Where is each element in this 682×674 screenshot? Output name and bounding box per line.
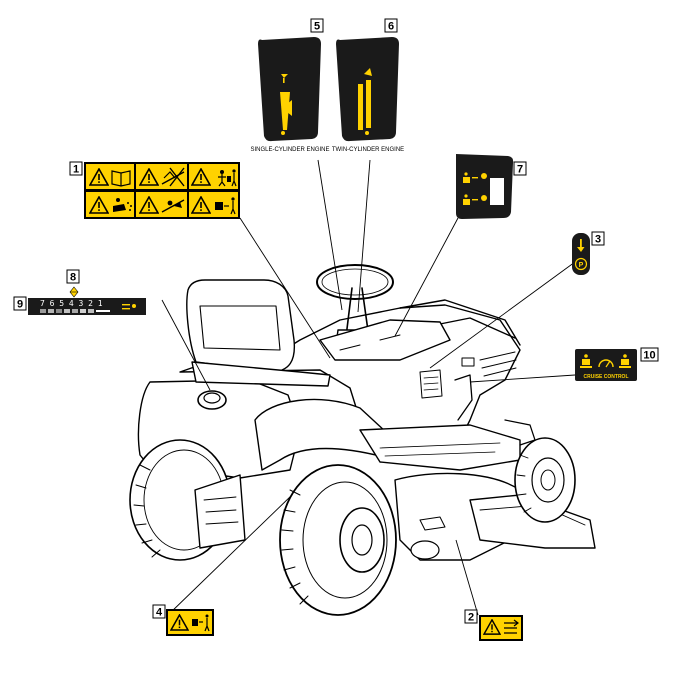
callout-5: 5 (310, 18, 324, 33)
svg-text:3: 3 (595, 234, 601, 246)
seated-operator-icon (580, 354, 592, 368)
decal-7-engine-control (456, 154, 514, 219)
callout-10: 10 (640, 347, 659, 362)
twin-cylinder-caption: TWIN-CYLINDER ENGINE (332, 147, 404, 153)
discharge-icon (504, 619, 519, 634)
svg-text:10: 10 (643, 350, 655, 362)
decal-10-cruise-control: CRUISE CONTROL (575, 349, 637, 381)
callout-4: 4 (152, 604, 166, 619)
leader-lines (161, 159, 576, 616)
decal-9-speed-gauge: 7 6 5 4 3 2 1 (28, 298, 146, 315)
speed-gauge-bars (40, 309, 110, 313)
decal-3-parking-brake: P (572, 233, 590, 275)
decal-8-direction-indicator (69, 286, 79, 298)
speed-gauge-digits: 7 6 5 4 3 2 1 (40, 299, 103, 308)
callout-7: 7 (513, 161, 527, 176)
speedometer-icon (598, 359, 614, 368)
thrown-object-icon (113, 198, 132, 212)
svg-text:9: 9 (17, 299, 23, 311)
rabbit-icon (122, 304, 136, 310)
svg-text:P: P (579, 262, 584, 269)
parking-brake-icon: P (574, 257, 588, 271)
cruise-control-label: CRUISE CONTROL (584, 374, 629, 380)
distance-person-icon (192, 614, 210, 632)
decal-6-twin-cylinder-engine: TWIN-CYLINDER ENGINE (332, 37, 404, 153)
callout-3: 3 (591, 231, 605, 246)
single-cylinder-caption: SINGLE-CYLINDER ENGINE (250, 147, 329, 153)
svg-text:8: 8 (70, 272, 76, 284)
tractor-drawing (129, 264, 596, 616)
callout-8: 8 (66, 269, 80, 284)
svg-text:6: 6 (388, 21, 394, 33)
decal-1-safety-warnings (84, 162, 240, 219)
callout-2: 2 (464, 609, 478, 624)
seated-operator-icon (619, 354, 631, 368)
svg-text:5: 5 (314, 21, 320, 33)
decal-2-discharge-warning (479, 615, 523, 641)
svg-text:7: 7 (517, 164, 523, 176)
svg-text:1: 1 (73, 164, 79, 176)
throttle-icon (358, 68, 372, 135)
distance-person-icon (191, 196, 236, 215)
throttle-icon (280, 74, 292, 135)
decal-4-blade-warning (166, 609, 214, 636)
slope-hazard-icon (139, 167, 185, 187)
manual-book-icon (111, 170, 131, 187)
callout-labels: 1 2 3 4 5 6 7 8 (13, 18, 659, 624)
svg-text:2: 2 (468, 612, 474, 624)
svg-text:4: 4 (156, 607, 163, 619)
callout-1: 1 (69, 161, 83, 176)
callout-6: 6 (384, 18, 398, 33)
arrow-down-icon (577, 239, 585, 252)
callout-9: 9 (13, 296, 27, 311)
decal-7-window (490, 178, 504, 205)
rollover-hazard-icon (139, 196, 185, 214)
blade-hazard-icon (191, 168, 237, 187)
choke-icon (463, 172, 487, 205)
decal-5-single-cylinder-engine: SINGLE-CYLINDER ENGINE (250, 37, 330, 153)
